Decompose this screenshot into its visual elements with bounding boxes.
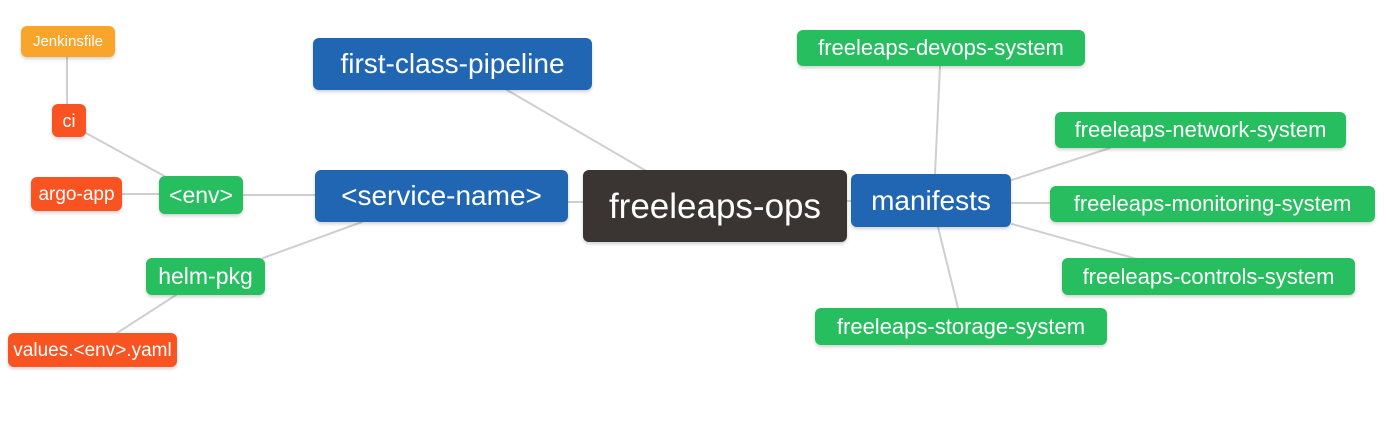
edge-service-name-helm-pkg (262, 221, 363, 259)
node-freeleaps-network-system[interactable]: freeleaps-network-system (1055, 112, 1346, 148)
node-manifests[interactable]: manifests (851, 174, 1011, 227)
node-freeleaps-storage-system[interactable]: freeleaps-storage-system (815, 308, 1107, 345)
node-freeleaps-controls-system[interactable]: freeleaps-controls-system (1062, 258, 1355, 295)
node-first-class-pipeline[interactable]: first-class-pipeline (313, 38, 592, 90)
node-freeleaps-ops[interactable]: freeleaps-ops (583, 170, 847, 242)
node-argo-app[interactable]: argo-app (31, 177, 122, 211)
edge-manifests-storage (937, 226, 959, 309)
edge-helm-pkg-values (116, 294, 177, 334)
edge-ci-env (85, 132, 167, 178)
edge-manifests-controls (1011, 223, 1138, 260)
edge-pipeline-freeleaps-ops (506, 89, 649, 173)
node-helm-pkg[interactable]: helm-pkg (146, 258, 265, 295)
node-ci[interactable]: ci (52, 104, 86, 137)
node-values-env-yaml[interactable]: values.<env>.yaml (8, 333, 177, 367)
node-env[interactable]: <env> (159, 176, 243, 214)
node-jenkinsfile[interactable]: Jenkinsfile (21, 26, 115, 57)
edge-manifests-network (1011, 147, 1111, 181)
node-service-name[interactable]: <service-name> (315, 170, 568, 222)
node-freeleaps-monitoring-system[interactable]: freeleaps-monitoring-system (1050, 186, 1375, 222)
edge-manifests-devops (934, 65, 941, 175)
node-freeleaps-devops-system[interactable]: freeleaps-devops-system (797, 30, 1085, 66)
